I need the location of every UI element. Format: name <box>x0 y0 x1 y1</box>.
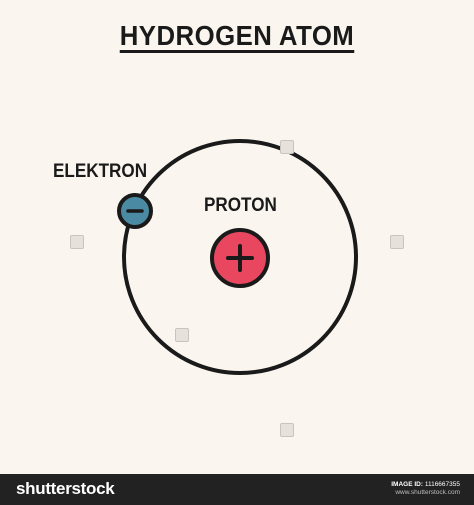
brand-logo: shutterstock <box>16 479 115 498</box>
watermark-icon <box>280 140 294 154</box>
diagram-title: HYDROGEN ATOM <box>119 20 355 51</box>
footer-bar: shutterstock IMAGE ID: 1116667355 www.sh… <box>0 474 474 505</box>
watermark-icon <box>70 235 84 249</box>
proton <box>210 228 270 288</box>
electron-label: ELEKTRON <box>53 161 148 182</box>
watermark-icon <box>175 328 189 342</box>
watermark-icon <box>280 423 294 437</box>
watermark-icon <box>390 235 404 249</box>
site-url: www.shutterstock.com <box>395 489 460 496</box>
image-id-label: IMAGE ID: <box>391 481 423 488</box>
image-meta: IMAGE ID: 1116667355 www.shutterstock.co… <box>391 481 460 497</box>
image-id-value: 1116667355 <box>424 481 460 488</box>
electron <box>117 193 153 229</box>
electron-orbit <box>122 139 358 375</box>
atom-diagram <box>117 139 358 375</box>
proton-label: PROTON <box>204 195 277 216</box>
